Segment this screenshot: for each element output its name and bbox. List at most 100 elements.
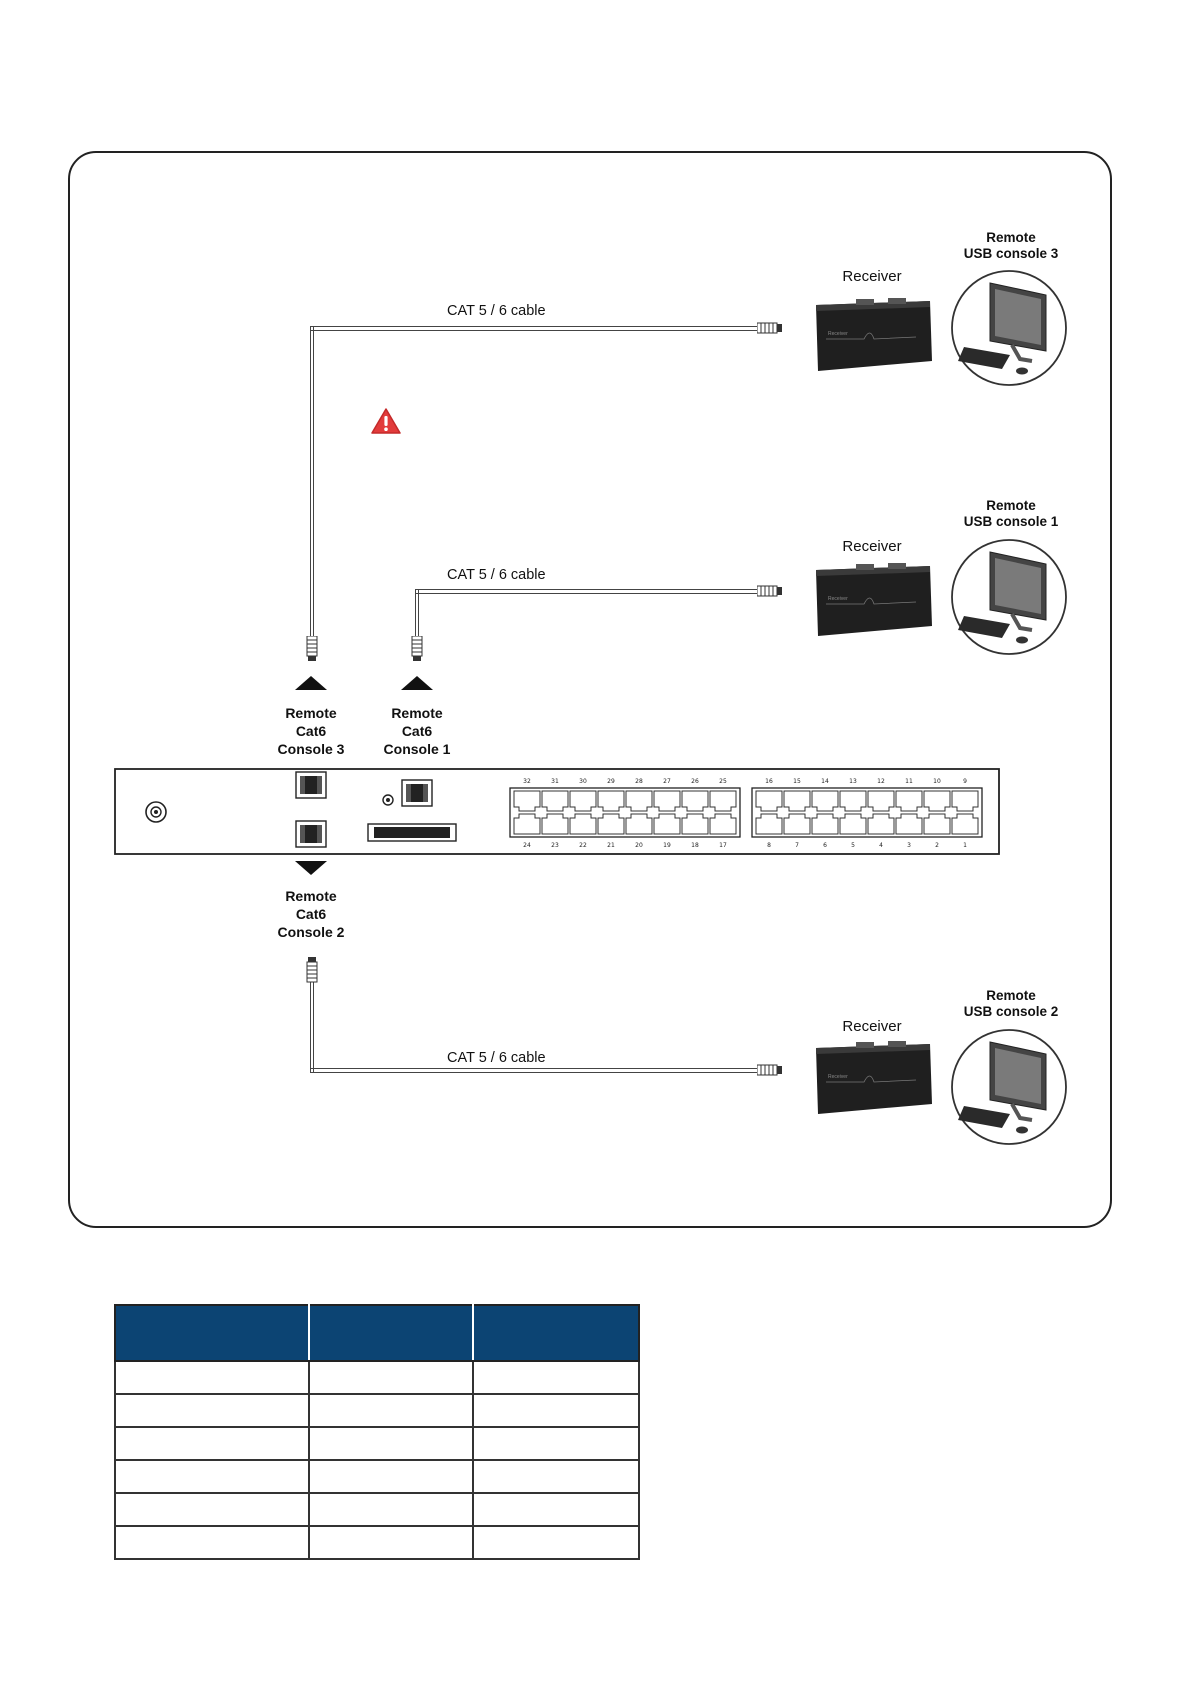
caption-line: USB console 2 xyxy=(963,1004,1059,1019)
label-line: Console 1 xyxy=(383,741,451,757)
table-cell xyxy=(308,1426,474,1461)
port-number: 20 xyxy=(635,842,643,849)
port-number: 12 xyxy=(877,778,885,785)
table-cell xyxy=(472,1360,640,1395)
rj45-port xyxy=(783,790,811,812)
table-header-cell xyxy=(114,1304,310,1362)
port-number: 23 xyxy=(551,842,559,849)
receiver-body-text: Receiver xyxy=(828,331,848,337)
port-number: 13 xyxy=(849,778,857,785)
rj45-port xyxy=(709,813,737,835)
console-2-port xyxy=(295,820,327,848)
caption-line: Remote xyxy=(986,988,1036,1003)
remote-console-2-caption: Remote USB console 2 xyxy=(941,988,1081,1020)
port-number: 16 xyxy=(765,778,773,785)
table-cell xyxy=(308,1492,474,1527)
rj45-connector xyxy=(306,636,318,661)
table-row xyxy=(114,1459,640,1494)
port-number: 31 xyxy=(551,778,559,785)
table-cell xyxy=(114,1393,310,1428)
port-number: 3 xyxy=(907,842,911,849)
rj45-connector xyxy=(757,322,782,334)
rj45-port xyxy=(569,790,597,812)
caption-line: Remote xyxy=(986,498,1036,513)
rj45-port xyxy=(839,790,867,812)
cable-console-3-vertical xyxy=(310,326,314,638)
port-number: 6 xyxy=(823,842,827,849)
port-number: 11 xyxy=(905,778,913,785)
table-row xyxy=(114,1360,640,1395)
rj45-port xyxy=(867,790,895,812)
rj45-port xyxy=(839,813,867,835)
port-number: 25 xyxy=(719,778,727,785)
port-number: 19 xyxy=(663,842,671,849)
rj45-port xyxy=(755,813,783,835)
port-number: 5 xyxy=(851,842,855,849)
label-line: Remote xyxy=(391,705,443,721)
table-cell xyxy=(308,1360,474,1395)
diagram-frame xyxy=(68,151,1112,1228)
table-cell xyxy=(472,1426,640,1461)
receiver-unit: Receiver xyxy=(816,1041,932,1114)
console-1-port xyxy=(401,779,433,807)
rj45-port xyxy=(811,790,839,812)
receiver-caption-1: Receiver xyxy=(842,268,902,285)
down-arrow-icon xyxy=(295,861,327,875)
remote-pc-icon xyxy=(951,539,1067,655)
table-cell xyxy=(472,1393,640,1428)
up-arrow-icon xyxy=(401,676,433,690)
receiver-unit: Receiver xyxy=(816,298,932,371)
remote-console-3-caption: Remote USB console 3 xyxy=(941,230,1081,262)
table-cell xyxy=(114,1492,310,1527)
label-line: Cat6 xyxy=(295,723,327,739)
table-cell xyxy=(472,1459,640,1494)
table-row xyxy=(114,1525,640,1560)
rj45-port xyxy=(513,790,541,812)
cable-label-3: CAT 5 / 6 cable xyxy=(447,1050,546,1066)
caption-line: USB console 3 xyxy=(963,246,1059,261)
rj45-port xyxy=(895,813,923,835)
table-header-cell xyxy=(472,1304,640,1362)
port-number: 8 xyxy=(767,842,771,849)
rj45-port xyxy=(755,790,783,812)
receiver-body-text: Receiver xyxy=(828,1074,848,1080)
rj45-connector xyxy=(757,1064,782,1076)
port-number: 1 xyxy=(963,842,967,849)
remote-console-1-caption: Remote USB console 1 xyxy=(941,498,1081,530)
rj45-port xyxy=(895,790,923,812)
db-connector xyxy=(367,823,457,842)
up-arrow-icon xyxy=(295,676,327,690)
rj45-port xyxy=(923,790,951,812)
rj45-port xyxy=(681,790,709,812)
rj45-port xyxy=(597,813,625,835)
cable-label-1: CAT 5 / 6 cable xyxy=(447,303,546,319)
remote-pc-icon xyxy=(951,1029,1067,1145)
port-number: 15 xyxy=(793,778,801,785)
rj45-port xyxy=(625,790,653,812)
rj45-port xyxy=(867,813,895,835)
cable-console-2-horizontal xyxy=(310,1068,762,1073)
table-header-cell xyxy=(308,1304,474,1362)
port-number: 7 xyxy=(795,842,799,849)
port-number: 29 xyxy=(607,778,615,785)
cable-label-2: CAT 5 / 6 cable xyxy=(447,567,546,583)
port-number: 26 xyxy=(691,778,699,785)
rj45-port xyxy=(541,813,569,835)
rj45-port xyxy=(811,813,839,835)
port-number: 17 xyxy=(719,842,727,849)
label-line: Cat6 xyxy=(295,906,327,922)
console-2-label: Remote Cat6 Console 2 xyxy=(261,887,361,941)
table-cell xyxy=(472,1525,640,1560)
cable-console-1-horizontal xyxy=(415,589,762,594)
label-line: Remote xyxy=(285,705,337,721)
rj45-port xyxy=(951,790,979,812)
label-line: Console 3 xyxy=(277,741,345,757)
cable-console-2-vertical xyxy=(310,970,314,1073)
table-row xyxy=(114,1492,640,1527)
port-number: 21 xyxy=(607,842,615,849)
cable-console-1-vertical xyxy=(415,589,419,638)
rj45-port xyxy=(709,790,737,812)
rj45-port xyxy=(653,813,681,835)
rj45-port xyxy=(569,813,597,835)
